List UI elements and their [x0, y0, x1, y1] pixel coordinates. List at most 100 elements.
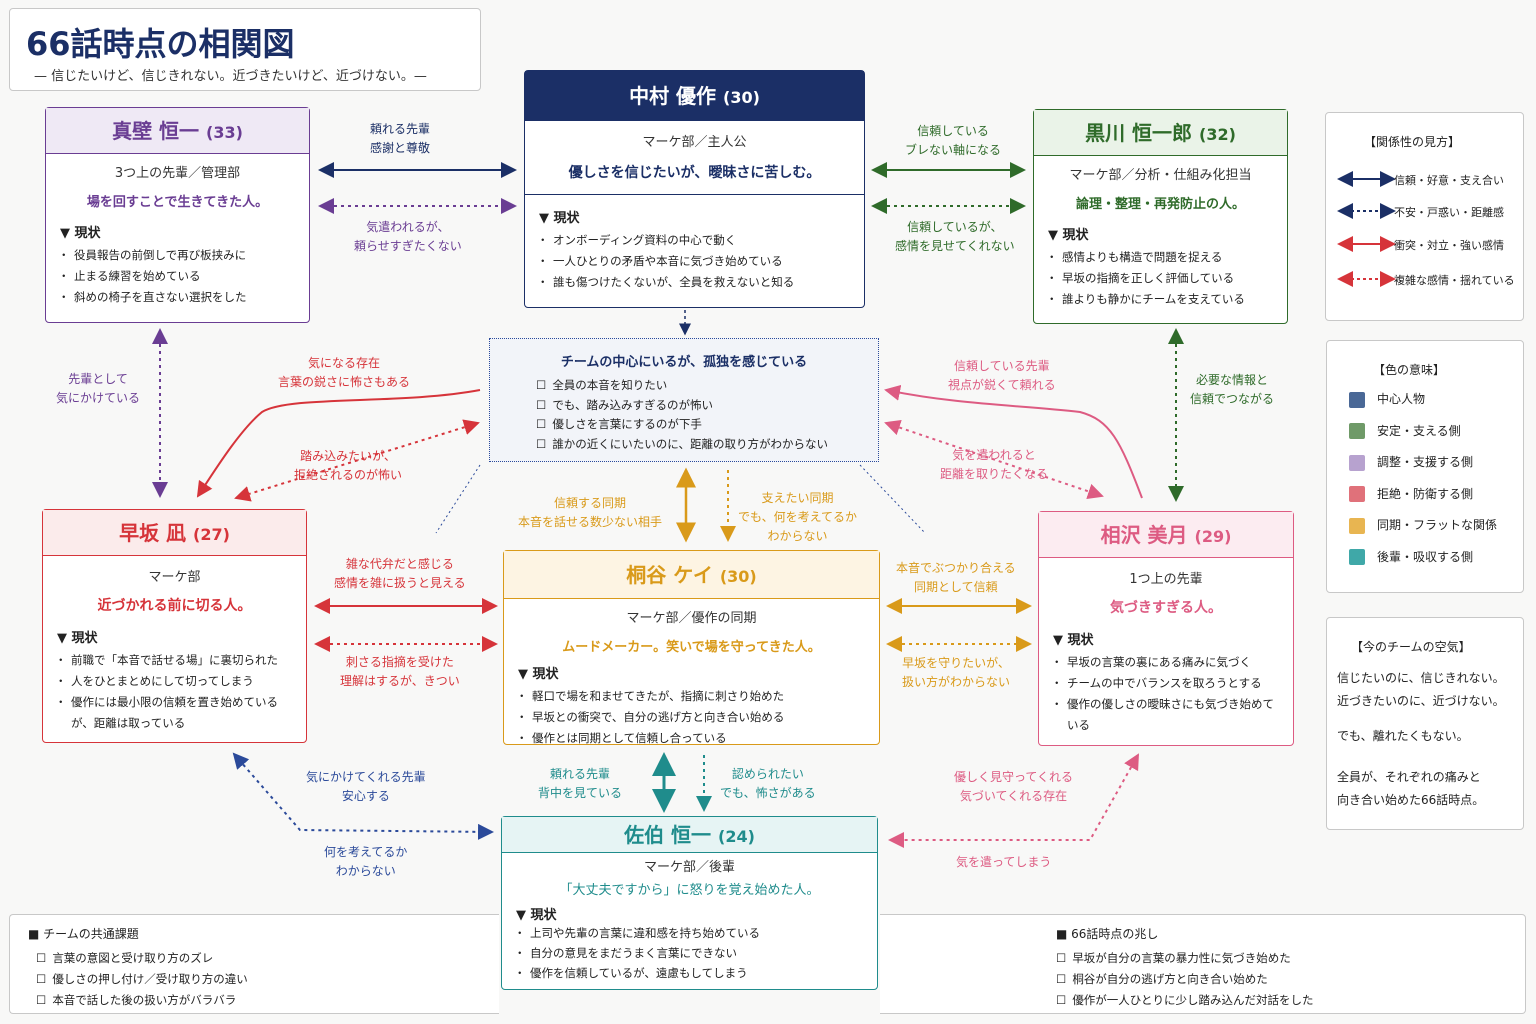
legend-color-item: 中心人物 — [1349, 390, 1523, 408]
legend-label: 後輩・吸収する側 — [1377, 549, 1474, 564]
issues-title: ■ チームの共通課題 — [28, 927, 139, 941]
inner-title: チームの中心にいるが、孤独を感じている — [560, 355, 808, 370]
character-name: 黒川 恒一郎 — [1085, 121, 1193, 145]
relation-label: 気遣われるが、 頼らせすぎたくない — [354, 220, 462, 253]
page-subtitle: — 信じたいけど、信じきれない。近づきたいけど、近づけない。— — [34, 69, 427, 84]
status-list: 上司や先輩の言葉に違和感を持ち始めている 自分の意見をまだうまく言葉にできない … — [502, 923, 877, 983]
relation-label: 信頼しているが、 感情を見せてくれない — [895, 220, 1015, 253]
status-heading: ▼ 現状 — [539, 211, 580, 226]
character-tagline: 気づきすぎる人。 — [1110, 600, 1222, 616]
list-item: 早坂が自分の言葉の暴力性に気づき始めた — [1056, 948, 1525, 969]
character-role: 3つ上の先輩／管理部 — [114, 166, 241, 181]
list-item: 役員報告の前倒しで再び板挟みに — [58, 245, 301, 266]
list-item: 軽口で場を和ませてきたが、指摘に刺さり始めた — [516, 686, 871, 707]
character-name: 佐伯 恒一 — [624, 823, 712, 847]
list-item: 優しさの押し付け／受け取り方の違い — [36, 969, 499, 990]
legend-label: 信頼・好意・支え合い — [1394, 174, 1504, 187]
legend-label: 拒絶・防衛する側 — [1377, 486, 1474, 501]
legend-label: 調整・支援する側 — [1377, 455, 1474, 469]
issues-list: 言葉の意図と受け取り方のズレ 優しさの押し付け／受け取り方の違い 本音で話した後… — [36, 948, 499, 1011]
relation-label: 支えたい同期 でも、何を考えてるか わからない — [738, 491, 858, 543]
title-box: 66話時点の相関図 — 信じたいけど、信じきれない。近づきたいけど、近づけない。… — [9, 8, 481, 91]
inner-list: 全員の本音を知りたい でも、踏み込みすぎるのが怖い 優しさを言葉にするのが下手 … — [536, 376, 878, 454]
character-name: 中村 優作 — [629, 84, 717, 108]
list-item: 早坂の指摘を正しく評価している — [1046, 268, 1279, 289]
list-item: 早坂との衝突で、自分の逃げ方と向き合い始める — [516, 707, 871, 728]
relation-label: 気を遣われると 距離を取りたくなる — [940, 448, 1049, 481]
character-age: (32) — [1199, 125, 1236, 144]
list-item: オンボーディング資料の中心で動く — [537, 230, 856, 251]
relation-label: 信頼する同期 本音を話せる数少ない相手 — [518, 496, 663, 529]
list-item: 優作には最小限の信頼を置き始めているが、距離は取っている — [55, 692, 298, 734]
card-header: 中村 優作 (30) — [525, 71, 864, 121]
character-name: 早坂 凪 — [119, 521, 187, 545]
character-age: (30) — [719, 567, 757, 586]
air-line: 向き合い始めた66話時点。 — [1337, 793, 1485, 807]
status-list: 役員報告の前倒しで再び板挟みに 止まる練習を始めている 斜めの椅子を直さない選択… — [46, 245, 309, 308]
status-list: 前職で「本音で話せる場」に裏切られた 人をひとまとめにして切ってしまう 優作には… — [43, 650, 306, 734]
character-name: 桐谷 ケイ — [626, 563, 713, 587]
team-air-panel: 【今のチームの空気】 信じたいのに、信じきれない。 近づきたいのに、近づけない。… — [1326, 617, 1524, 830]
list-item: 桐谷が自分の逃げ方と向き合い始めた — [1056, 969, 1525, 990]
air-line: 信じたいのに、信じきれない。 — [1337, 671, 1505, 685]
color-swatch — [1349, 549, 1365, 565]
relation-label: 踏み込みたいが、 拒絶されるのが怖い — [294, 449, 403, 482]
legend-relation: 【関係性の見方】 信頼・好意・支え合い 不安・戸惑い・距離感 衝突・対立・強い感… — [1325, 112, 1524, 321]
common-issues-panel: ■ チームの共通課題 言葉の意図と受け取り方のズレ 優しさの押し付け／受け取り方… — [9, 914, 499, 1014]
list-item: 全員の本音を知りたい — [536, 376, 878, 396]
legend-label: 複雑な感情・揺れている — [1394, 274, 1515, 287]
card-header: 相沢 美月 (29) — [1039, 512, 1293, 558]
character-tagline: 「大丈夫ですから」に怒りを覚え始めた人。 — [559, 883, 820, 898]
character-role: マーケ部 — [148, 570, 201, 585]
character-age: (27) — [193, 525, 230, 544]
relation-label: 認められたい でも、怖さがある — [720, 767, 816, 800]
list-item: 誰よりも静かにチームを支えている — [1046, 289, 1279, 310]
color-swatch — [1349, 423, 1365, 439]
list-item: 感情よりも構造で問題を捉える — [1046, 247, 1279, 268]
relation-label: 気を遣ってしまう — [956, 855, 1052, 869]
relation-label: 信頼している先輩 視点が鋭くて頼れる — [948, 359, 1056, 392]
air-line: 全員が、それぞれの痛みと — [1337, 770, 1481, 784]
signs-list: 早坂が自分の言葉の暴力性に気づき始めた 桐谷が自分の逃げ方と向き合い始めた 優作… — [1056, 948, 1525, 1011]
list-item: 前職で「本音で話せる場」に裏切られた — [55, 650, 298, 671]
character-role: 1つ上の先輩 — [1129, 572, 1203, 587]
relation-label: 信頼している ブレない軸になる — [905, 124, 1002, 157]
card-header: 黒川 恒一郎 (32) — [1034, 110, 1287, 156]
character-card-kurokawa: 黒川 恒一郎 (32) マーケ部／分析・仕組み化担当 論理・整理・再発防止の人。… — [1033, 109, 1288, 324]
relation-label: 必要な情報と 信頼でつながる — [1190, 373, 1275, 406]
status-heading: ▼ 現状 — [57, 631, 98, 646]
character-card-nakamura: 中村 優作 (30) マーケ部／主人公 優しさを信じたいが、曖昧さに苦しむ。 ▼… — [524, 70, 865, 308]
status-list: 軽口で場を和ませてきたが、指摘に刺さり始めた 早坂との衝突で、自分の逃げ方と向き… — [504, 686, 879, 749]
character-name: 真壁 恒一 — [112, 119, 200, 143]
air-title: 【今のチームの空気】 — [1351, 640, 1471, 654]
legend-label: 安定・支える側 — [1377, 423, 1461, 438]
color-swatch — [1349, 486, 1365, 502]
character-name: 相沢 美月 — [1100, 523, 1188, 547]
legend-color-item: 同期・フラットな関係 — [1349, 516, 1523, 534]
status-list: オンボーディング資料の中心で動く 一人ひとりの矛盾や本音に気づき始めている 誰も… — [525, 230, 864, 293]
card-header: 佐伯 恒一 (24) — [502, 817, 877, 853]
list-item: 上司や先輩の言葉に違和感を持ち始めている — [514, 923, 869, 943]
legend-title: 【関係性の見方】 — [1364, 135, 1461, 149]
relation-label: 雑な代弁だと感じる 感情を雑に扱うと見える — [334, 557, 466, 590]
color-swatch — [1349, 454, 1365, 471]
character-age: (33) — [206, 123, 243, 142]
list-item: 止まる練習を始めている — [58, 266, 301, 287]
air-line: でも、離れたくもない。 — [1337, 729, 1469, 743]
character-tagline: ムードメーカー。笑いで場を守ってきた人。 — [562, 640, 821, 655]
list-item: 斜めの椅子を直さない選択をした — [58, 287, 301, 308]
character-role: マーケ部／優作の同期 — [626, 611, 757, 626]
character-role: マーケ部／後輩 — [643, 860, 735, 875]
relation-label: 気にかけてくれる先輩 安心する — [306, 770, 426, 803]
air-line: 近づきたいのに、近づけない。 — [1337, 694, 1505, 708]
legend-lines — [1337, 171, 1396, 287]
character-role: マーケ部／分析・仕組み化担当 — [1069, 168, 1252, 183]
legend-color-item: 調整・支援する側 — [1349, 453, 1523, 471]
status-heading: ▼ 現状 — [516, 908, 557, 923]
character-tagline: 優しさを信じたいが、曖昧さに苦しむ。 — [568, 165, 821, 181]
legend-title: 【色の意味】 — [1373, 363, 1446, 377]
character-card-saeki: 佐伯 恒一 (24) マーケ部／後輩 「大丈夫ですから」に怒りを覚え始めた人。 … — [501, 816, 878, 990]
legend-label: 同期・フラットな関係 — [1377, 518, 1498, 532]
relation-label: 優しく見守ってくれる 気づいてくれる存在 — [954, 770, 1074, 803]
